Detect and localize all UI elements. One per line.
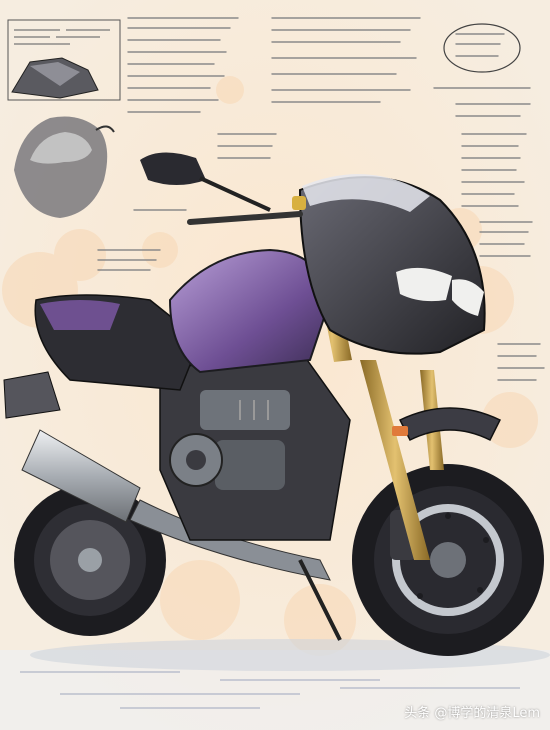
front-wheel <box>352 464 544 656</box>
engine <box>159 349 351 541</box>
headlight-left <box>396 267 452 302</box>
front-fender <box>398 407 502 442</box>
turn-signal <box>392 426 408 436</box>
front-fairing <box>298 174 486 355</box>
rear-wheel <box>14 484 166 636</box>
annotation-scribbles <box>97 17 545 381</box>
circle-callout <box>443 23 521 73</box>
kickstand <box>298 559 342 641</box>
windscreen <box>302 174 430 212</box>
detail-sketch-box <box>7 19 121 101</box>
headlight-right <box>452 279 484 316</box>
tail-section <box>3 294 201 419</box>
watermark-text: 头条 @博学的清泉Lem <box>404 706 540 721</box>
fairing-sketch <box>14 116 115 218</box>
handlebar-mirror <box>140 152 306 225</box>
